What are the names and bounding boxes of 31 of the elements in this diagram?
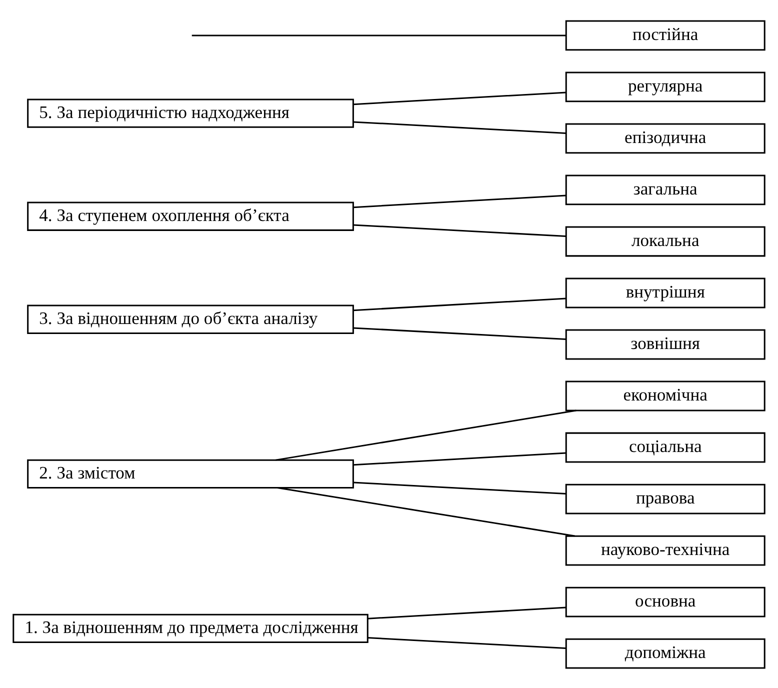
node-box: регулярна (565, 71, 766, 102)
connector (353, 481, 566, 494)
node-box: локальна (565, 226, 766, 256)
node-box: загальна (565, 174, 766, 205)
node-box: 4. За ступенем охоплення об’єкта (27, 201, 354, 230)
node-box: соціальна (565, 432, 766, 462)
node-box: постійна (565, 20, 766, 50)
node-box: 1. За відношенням до предмета дослідження (12, 613, 368, 642)
node-box: внутрішня (565, 277, 766, 308)
connector (368, 606, 566, 619)
connector (353, 224, 566, 237)
node-box: економічна (565, 380, 766, 411)
node-box: епізодична (565, 122, 766, 154)
node-box: основна (565, 586, 766, 617)
node-box: зовнішня (565, 328, 766, 360)
connector (368, 636, 566, 649)
node-box: правова (565, 483, 766, 514)
connector (192, 34, 566, 36)
node-box: допоміжна (565, 638, 766, 668)
node-box: науково-технічна (565, 534, 766, 566)
node-box: 3. За відношенням до об’єкта аналізу (27, 304, 354, 334)
connector (276, 409, 576, 460)
connector (277, 486, 575, 536)
node-box: 2. За змістом (27, 458, 354, 488)
connector (353, 91, 566, 105)
connector (353, 194, 566, 208)
node-box: 5. За періодичністю надходження (27, 98, 354, 128)
connector (353, 452, 566, 466)
connector (353, 297, 566, 311)
connector (353, 120, 566, 134)
connector (353, 326, 566, 340)
